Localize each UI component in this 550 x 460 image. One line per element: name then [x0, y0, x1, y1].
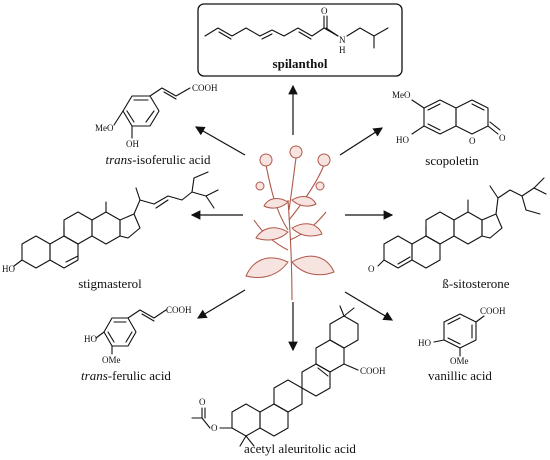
spilanthol-label: spilanthol [273, 56, 328, 71]
ferulic-COOH: COOH [166, 305, 192, 315]
scopoletin-carbonyl-O: O [499, 133, 506, 143]
plant-leaf-1 [245, 257, 289, 278]
stigmasterol-ring-c [63, 211, 93, 245]
plant-illustration-icon [245, 145, 335, 301]
aleuritolic-carbonyl-O: O [199, 397, 206, 407]
plant-bud-2 [315, 181, 325, 191]
sitosterone-label: ß-sitosterone [442, 276, 509, 291]
scopoletin-MeO: MeO [392, 90, 411, 100]
spilanthol-H: H [339, 45, 346, 55]
sitosterone-ring-c [425, 211, 455, 245]
aleuritolic-COOH: COOH [360, 366, 386, 376]
vanillic-structure: COOH HO OMe vanillic acid [418, 306, 506, 383]
vanillic-ring [443, 313, 477, 349]
plant-bud-1 [255, 181, 265, 191]
scopoletin-label: scopoletin [425, 153, 479, 168]
stigmasterol-ring-a [21, 235, 51, 269]
arrow-icon [194, 126, 246, 156]
isoferulic-label: trans-isoferulic acid [105, 152, 211, 167]
aleuritolic-ring-d [301, 363, 331, 397]
aleuritolic-ring-f [329, 315, 359, 349]
scopoletin-HO: HO [396, 135, 409, 145]
spilanthol-chain [204, 27, 339, 37]
ferulic-HO: HO [84, 334, 97, 344]
sitosterone-O: O [368, 264, 375, 274]
stigmasterol-structure: HO stigmasterol [2, 171, 219, 291]
isoferulic-structure: COOH MeO OH trans-isoferulic acid [95, 83, 218, 167]
stigmasterol-HO: HO [2, 264, 15, 274]
aleuritolic-ring-a [231, 403, 261, 437]
stigmasterol-ring-b [49, 235, 79, 269]
aleuritolic-ring-b [259, 403, 289, 437]
arrow-icon [339, 127, 384, 156]
scopoletin-ring-a [423, 99, 457, 135]
sitosterone-ring-b [411, 235, 441, 269]
plant-flower-1 [259, 153, 273, 167]
aleuritolic-ester-O: O [211, 423, 218, 433]
plant-leaf-2 [291, 255, 335, 276]
plant-leaf-6 [291, 196, 317, 207]
arrows [190, 84, 394, 352]
ferulic-label: trans-ferulic acid [81, 368, 171, 383]
scopoletin-structure: MeO HO O O scopoletin [392, 90, 506, 168]
vanillic-OMe: OMe [450, 356, 469, 366]
aleuritolic-ring-e [315, 339, 345, 373]
stigmasterol-ring-d [91, 211, 121, 245]
sitosterone-ring-e [481, 213, 503, 239]
stigmasterol-ring-e [119, 213, 141, 239]
sitosterone-structure: O ß-sitosterone [368, 177, 547, 291]
sitosterone-ring-d [453, 211, 483, 245]
plant-leaf-4 [291, 223, 323, 237]
aleuritolic-label: acetyl aleuritolic acid [244, 441, 356, 456]
spilanthol-box [197, 3, 403, 77]
sitosterone-ring-a [383, 235, 413, 269]
ferulic-structure: COOH HO OMe trans-ferulic acid [81, 305, 192, 383]
vanillic-HO: HO [418, 338, 431, 348]
arrow-icon [196, 289, 246, 319]
arrow-icon [344, 291, 394, 321]
scopoletin-ring-b [455, 99, 489, 135]
stigmasterol-label: stigmasterol [78, 276, 142, 291]
ferulic-OMe: OMe [102, 355, 121, 365]
scopoletin-ring-O: O [469, 136, 476, 146]
isoferulic-COOH: COOH [192, 83, 218, 93]
plant-flower-3 [317, 153, 331, 167]
isoferulic-MeO: MeO [95, 123, 114, 133]
vanillic-COOH: COOH [480, 306, 506, 316]
plant-flower-2 [289, 145, 303, 159]
spilanthol-N: N [339, 35, 346, 45]
plant-leaf-3 [255, 227, 289, 241]
spilanthol-structure: O N H spilanthol [197, 3, 403, 77]
vanillic-label: vanillic acid [428, 368, 492, 383]
aleuritolic-structure: COOH O O acetyl aleuritolic acid [191, 305, 386, 456]
isoferulic-OH: OH [126, 139, 139, 149]
plant-leaf-5 [263, 198, 289, 209]
aleuritolic-ring-c [273, 379, 303, 413]
spilanthol-O: O [321, 6, 328, 16]
